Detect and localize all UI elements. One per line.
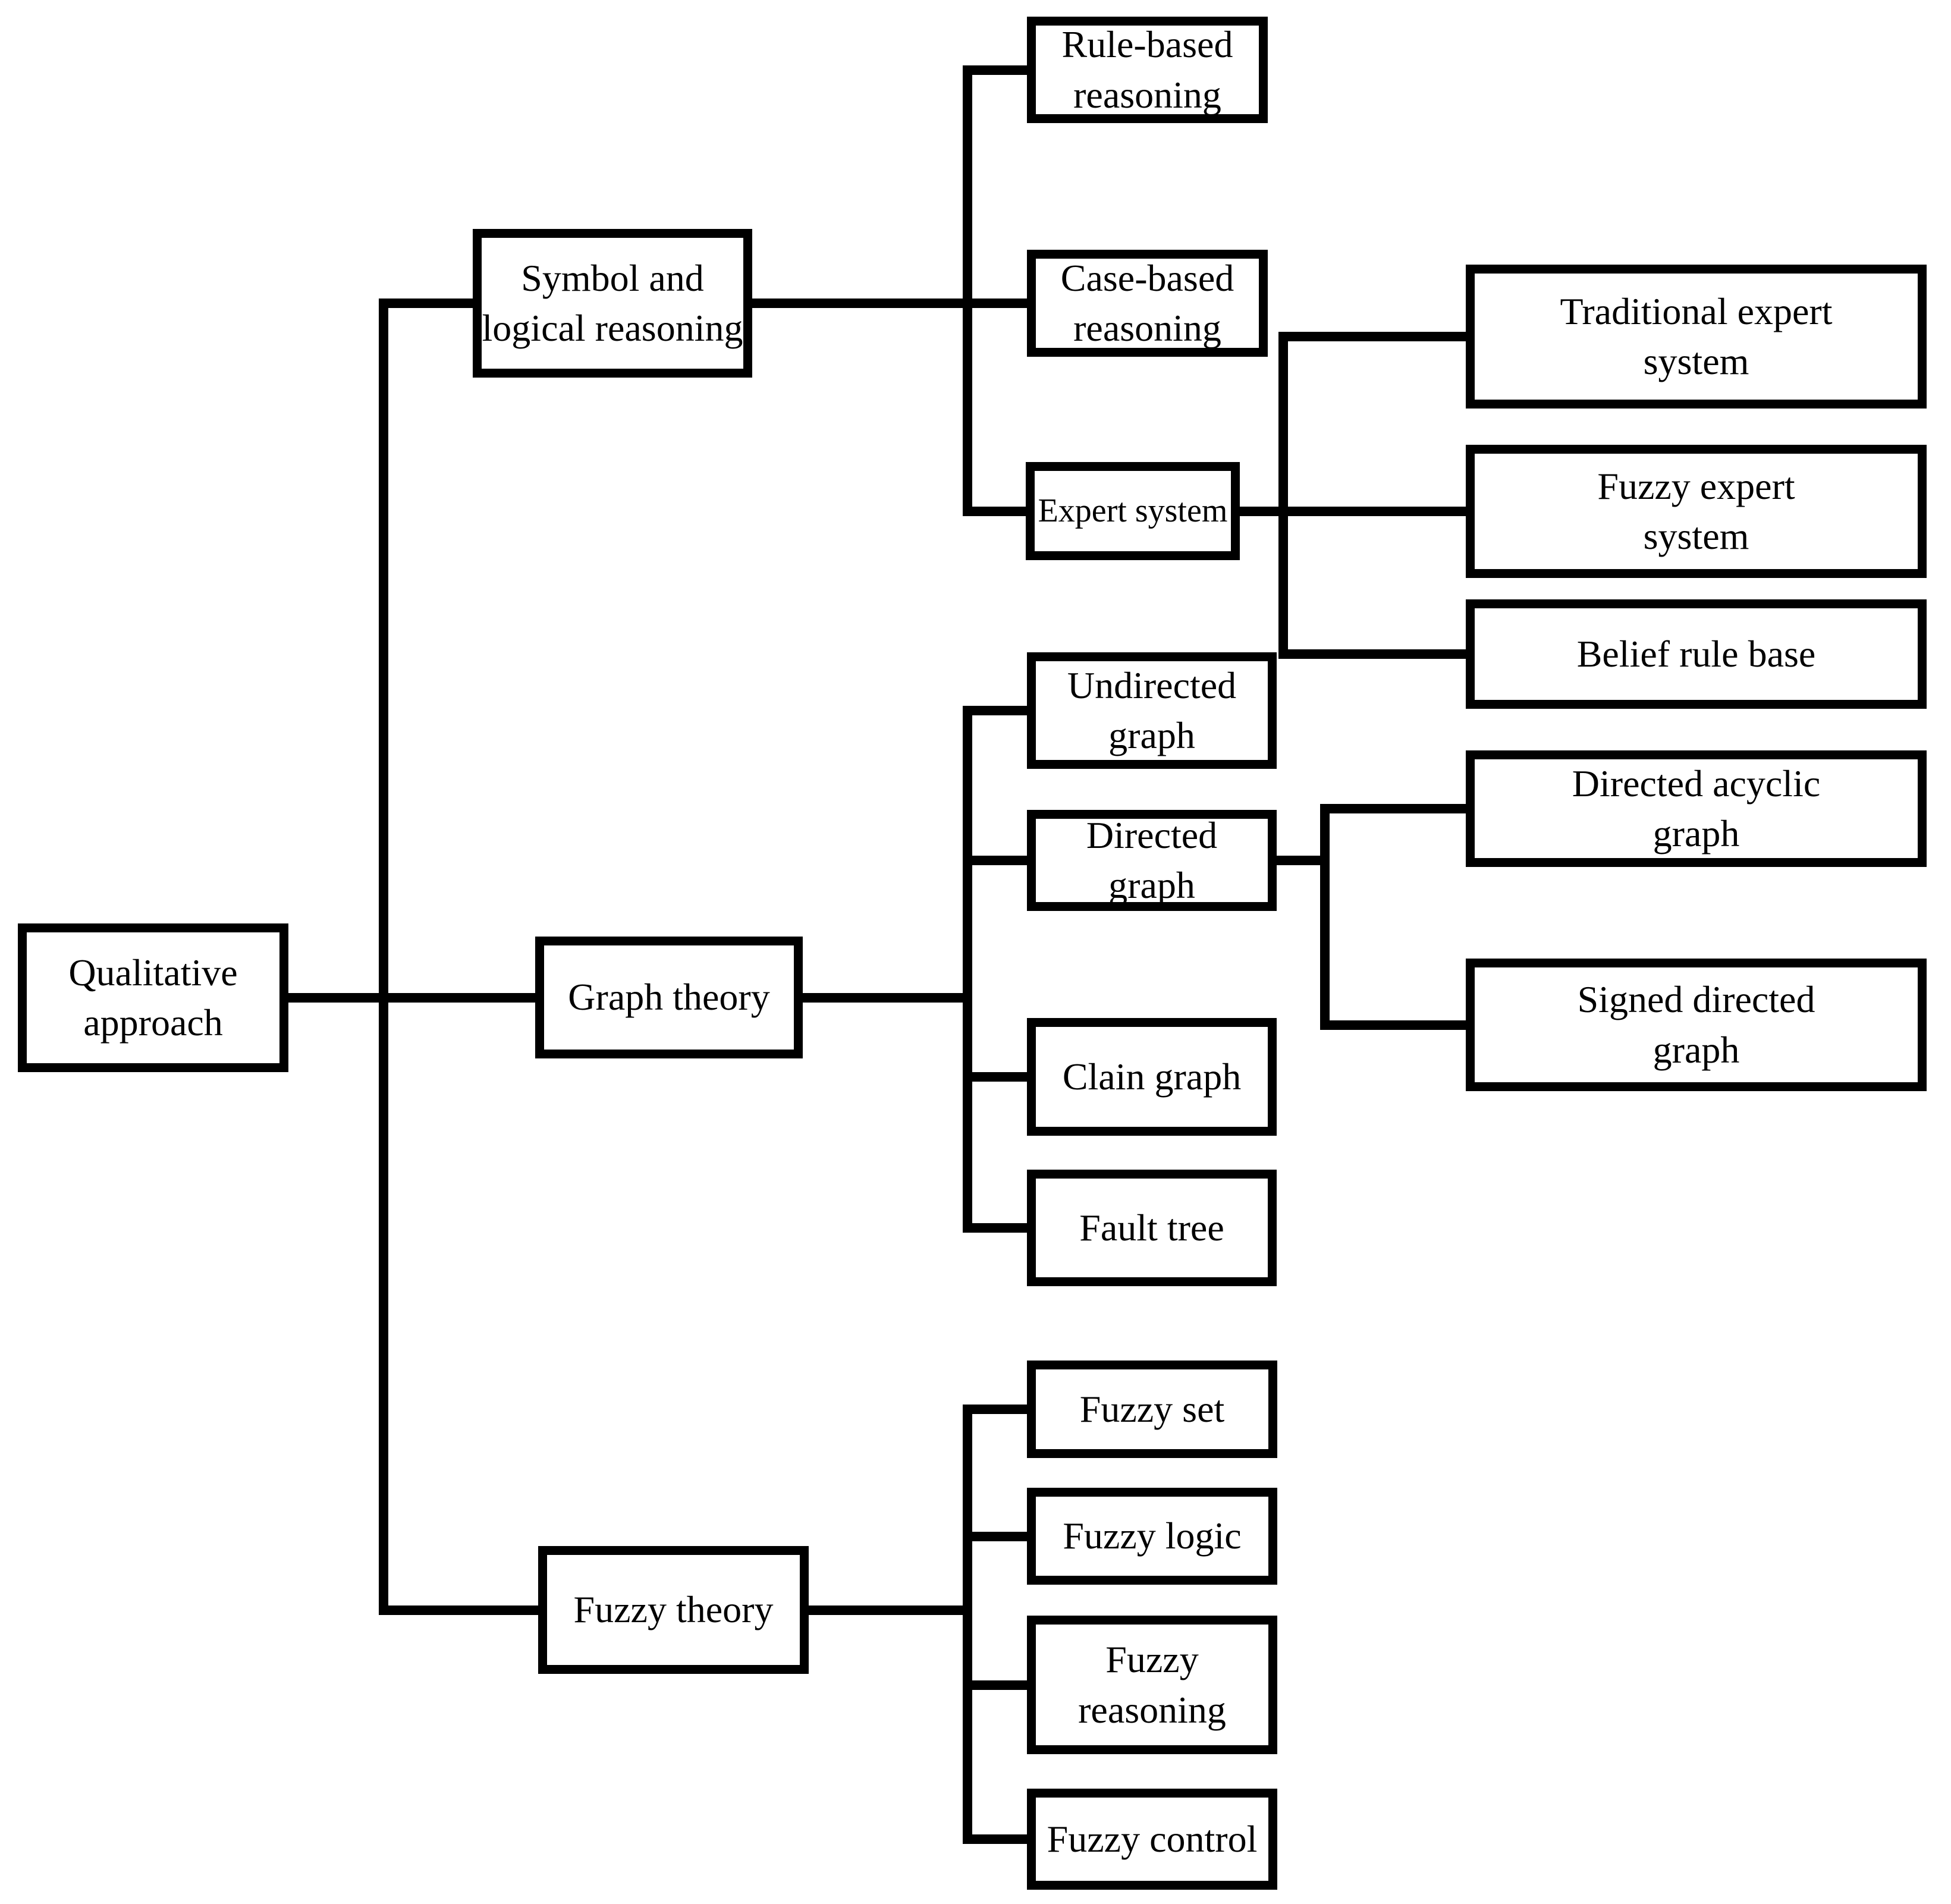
node-fuzzy-reasoning-label: Fuzzy reasoning (1078, 1638, 1226, 1731)
node-directed-graph-label: Directed graph (1086, 813, 1218, 906)
connector-directed-children (1273, 804, 1469, 1030)
node-fuzzy-logic-label: Fuzzy logic (1063, 1515, 1242, 1557)
node-signed-directed-graph: Signed directed graph (1466, 959, 1927, 1091)
node-fuzzy-expert-system: Fuzzy expert system (1466, 445, 1927, 578)
node-case-based-reasoning-label: Case-based reasoning (1060, 256, 1234, 349)
node-clain-graph-label: Clain graph (1062, 1055, 1242, 1098)
node-symbol-logical-reasoning-label: Symbol and logical reasoning (482, 256, 743, 349)
node-undirected-graph: Undirected graph (1027, 652, 1277, 769)
node-fuzzy-reasoning: Fuzzy reasoning (1027, 1616, 1277, 1754)
node-qualitative-approach: Qualitative approach (18, 923, 288, 1072)
node-fuzzy-expert-system-label: Fuzzy expert system (1597, 464, 1795, 557)
node-rule-based-reasoning: Rule-based reasoning (1027, 17, 1268, 123)
node-fuzzy-set-label: Fuzzy set (1079, 1387, 1225, 1430)
node-undirected-graph-label: Undirected graph (1067, 664, 1237, 756)
node-expert-system-label: Expert system (1038, 492, 1228, 529)
connector-root-branches (284, 299, 541, 1615)
node-clain-graph: Clain graph (1027, 1018, 1277, 1136)
node-fuzzy-control: Fuzzy control (1027, 1789, 1277, 1890)
node-fuzzy-theory-label: Fuzzy theory (573, 1588, 774, 1631)
connector-symbol-children (748, 65, 1030, 516)
node-fuzzy-control-label: Fuzzy control (1047, 1817, 1258, 1860)
node-fault-tree-label: Fault tree (1079, 1206, 1224, 1249)
node-rule-based-reasoning-label: Rule-based reasoning (1061, 23, 1233, 116)
node-case-based-reasoning: Case-based reasoning (1027, 250, 1268, 357)
node-graph-theory-label: Graph theory (568, 976, 770, 1019)
node-directed-acyclic-graph: Directed acyclic graph (1466, 750, 1927, 867)
node-belief-rule-base-label: Belief rule base (1576, 632, 1816, 675)
node-traditional-expert-system-label: Traditional expert system (1560, 290, 1833, 382)
node-fuzzy-set: Fuzzy set (1027, 1361, 1277, 1458)
connector-graph-children (799, 706, 1030, 1233)
node-directed-acyclic-graph-label: Directed acyclic graph (1572, 762, 1821, 854)
node-traditional-expert-system: Traditional expert system (1466, 265, 1927, 409)
node-symbol-logical-reasoning: Symbol and logical reasoning (473, 229, 752, 378)
node-fault-tree: Fault tree (1027, 1170, 1277, 1286)
node-expert-system: Expert system (1026, 462, 1240, 560)
node-belief-rule-base: Belief rule base (1466, 599, 1927, 709)
node-qualitative-approach-label: Qualitative approach (68, 951, 238, 1044)
node-fuzzy-logic: Fuzzy logic (1027, 1488, 1277, 1585)
connector-fuzzy-children (805, 1405, 1030, 1844)
node-directed-graph: Directed graph (1027, 810, 1277, 911)
node-fuzzy-theory: Fuzzy theory (538, 1546, 809, 1674)
node-graph-theory: Graph theory (535, 937, 803, 1058)
node-signed-directed-graph-label: Signed directed graph (1577, 978, 1815, 1071)
connector-expert-children (1236, 332, 1469, 659)
